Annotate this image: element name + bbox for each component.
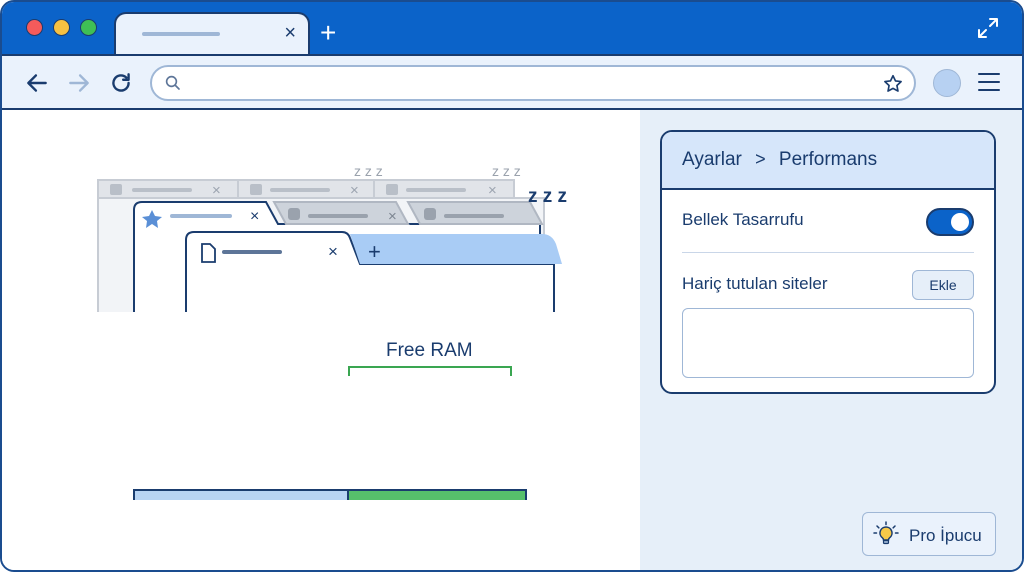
back-arrow-icon[interactable] [24,70,50,96]
breadcrumb-settings[interactable]: Ayarlar [682,149,742,170]
title-bar: × + [2,2,1022,56]
breadcrumb-performance: Performans [778,149,878,170]
active-tab [185,231,562,312]
free-ram-bracket [348,366,512,376]
tab-close-icon[interactable]: × [284,22,296,44]
ram-module [133,489,527,500]
settings-panel: Ayarlar > Performans Bellek Tasarrufu Ha… [640,110,1022,570]
divider [682,252,974,253]
tab-close-glyph: × [212,182,221,199]
minimize-window-button[interactable] [53,19,70,36]
tab-close-glyph: × [350,182,359,199]
pro-tip-button[interactable]: Pro İpucu [862,512,996,556]
close-window-button[interactable] [26,19,43,36]
page-content: × × × × × [2,110,1022,570]
performance-settings-card: Ayarlar > Performans Bellek Tasarrufu Ha… [660,130,996,394]
sleep-glyph: z z z [492,163,521,179]
sleep-glyph: z z z [354,163,383,179]
tab-title-placeholder [142,32,220,36]
add-site-button[interactable]: Ekle [912,270,974,300]
tab-close-glyph: × [388,208,397,225]
browser-tab[interactable]: × [114,12,310,56]
new-tab-glyph: + [368,239,381,264]
reload-icon[interactable] [108,70,134,96]
excluded-sites-list[interactable] [682,308,974,378]
tab-close-glyph: × [250,208,259,225]
memory-saver-label: Bellek Tasarrufu [682,210,804,229]
star-icon[interactable] [882,73,904,95]
illustration-area: × × × × × [2,110,640,570]
toolbar [2,54,1022,110]
maximize-window-button[interactable] [80,19,97,36]
expand-icon[interactable] [976,16,1000,40]
new-tab-button[interactable]: + [320,17,337,48]
search-icon [165,75,180,90]
pro-tip-label: Pro İpucu [909,526,982,545]
breadcrumb: Ayarlar > Performans [662,132,994,190]
lightbulb-icon [873,521,899,545]
forward-arrow-icon[interactable] [66,70,92,96]
excluded-sites-label: Hariç tutulan siteler [682,274,828,293]
tab-close-glyph: × [488,182,497,199]
breadcrumb-separator: > [755,149,766,169]
memory-saver-illustration: × × × × × [97,163,567,500]
free-ram-label: Free RAM [386,340,473,361]
toggle-knob [951,213,969,231]
address-bar[interactable] [150,65,916,101]
profile-avatar[interactable] [933,69,961,97]
sleep-glyph: z z z [528,186,567,207]
menu-icon[interactable] [978,73,1000,93]
tab-close-glyph: × [328,242,338,261]
address-input[interactable] [194,71,874,95]
memory-saver-toggle[interactable] [926,208,974,236]
